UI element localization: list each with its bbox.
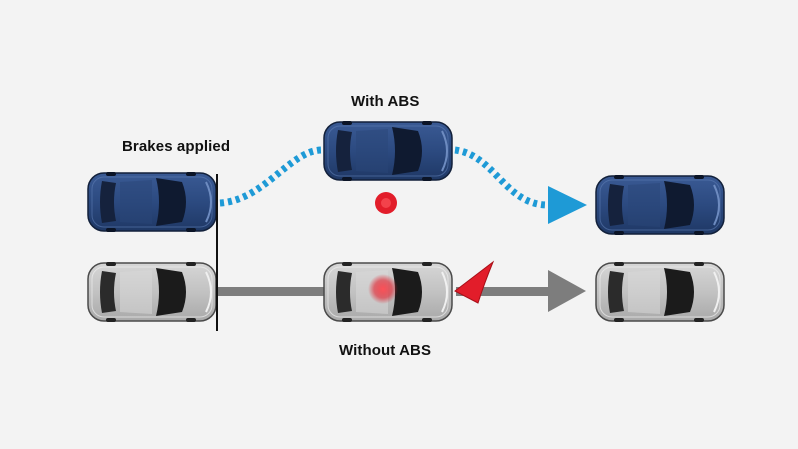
abs-arrow-head: [548, 186, 587, 224]
abs-path-left: [219, 146, 323, 207]
no-abs-path-right: [456, 287, 548, 296]
without-abs-label: Without ABS: [339, 342, 432, 359]
no-abs-red-glow-icon: [368, 274, 398, 304]
no-abs-path-left: [216, 287, 324, 296]
abs-path-right: [454, 146, 549, 209]
car-gray-end-icon: [595, 261, 725, 323]
with-abs-label: With ABS: [351, 93, 420, 110]
warning-marker-icon: [454, 260, 495, 304]
car-gray-start-icon: [87, 261, 217, 323]
car-blue-middle-icon: [323, 120, 453, 182]
brakes-applied-label: Brakes applied: [122, 138, 231, 155]
car-blue-end-icon: [595, 174, 725, 236]
car-blue-start-icon: [87, 171, 217, 233]
no-abs-arrow-head: [548, 270, 586, 312]
